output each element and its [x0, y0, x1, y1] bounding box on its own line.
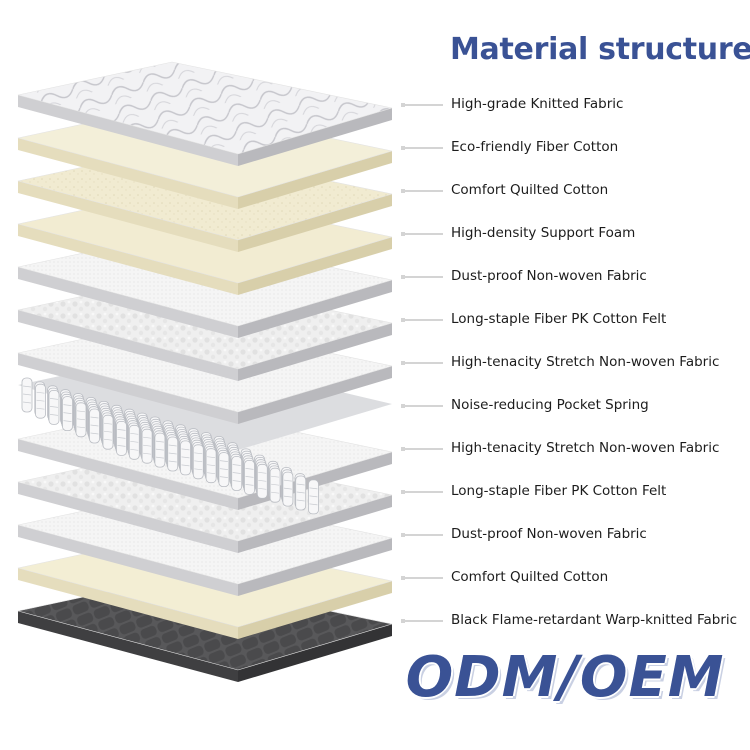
layer-label: Long-staple Fiber PK Cotton Felt	[451, 311, 667, 327]
layer-label: High-grade Knitted Fabric	[451, 96, 624, 112]
layer-label: High-density Support Foam	[451, 225, 636, 241]
layer-label: Black Flame-retardant Warp-knitted Fabri…	[451, 612, 738, 628]
leader-line	[401, 533, 443, 537]
layer-1-quilted-knit	[17, 61, 393, 166]
leader-line	[401, 447, 443, 451]
leader-line	[401, 275, 443, 279]
leader-line	[401, 189, 443, 193]
layer-label: Dust-proof Non-woven Fabric	[451, 268, 647, 284]
leader-line	[401, 146, 443, 150]
leader-line	[401, 103, 443, 107]
layer-label: Long-staple Fiber PK Cotton Felt	[451, 483, 667, 499]
leader-line	[401, 318, 443, 322]
layer-label: Dust-proof Non-woven Fabric	[451, 526, 647, 542]
layer-label: High-tenacity Stretch Non-woven Fabric	[451, 354, 720, 370]
leader-line	[401, 576, 443, 580]
leader-line	[401, 404, 443, 408]
layer-label: Comfort Quilted Cotton	[451, 569, 609, 585]
leader-line	[401, 361, 443, 365]
diagram-title: Material structure	[450, 32, 750, 67]
leader-line	[401, 232, 443, 236]
layer-label: Eco-friendly Fiber Cotton	[451, 139, 619, 155]
odm-oem-brand-text: ODM/OEM	[404, 644, 725, 712]
leader-line	[401, 619, 443, 623]
layer-label: Comfort Quilted Cotton	[451, 182, 609, 198]
layer-label: Noise-reducing Pocket Spring	[451, 397, 649, 413]
leader-line	[401, 490, 443, 494]
layer-label: High-tenacity Stretch Non-woven Fabric	[451, 440, 720, 456]
